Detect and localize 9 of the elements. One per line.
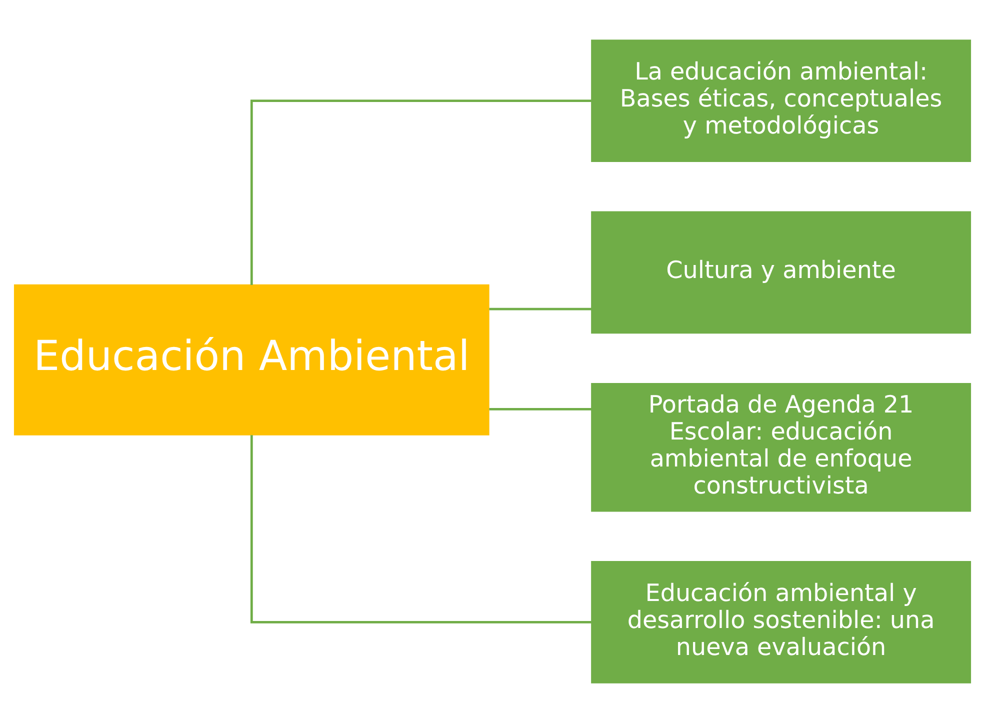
node-box: Cultura y ambiente — [591, 210, 972, 334]
node-box: Portada de Agenda 21 Escolar: educación ambiental de enfoque constructivista — [591, 382, 972, 512]
connector — [489, 408, 592, 410]
node-box: La educación ambiental: Bases éticas, conceptuales y metodológicas — [591, 39, 972, 162]
connector — [489, 307, 592, 310]
connector — [250, 434, 592, 623]
node-box: Educación ambiental y desarrollo sostenible: una nueva evaluación — [591, 560, 972, 683]
node-box: Educación Ambiental — [14, 284, 490, 435]
connector — [250, 99, 592, 284]
